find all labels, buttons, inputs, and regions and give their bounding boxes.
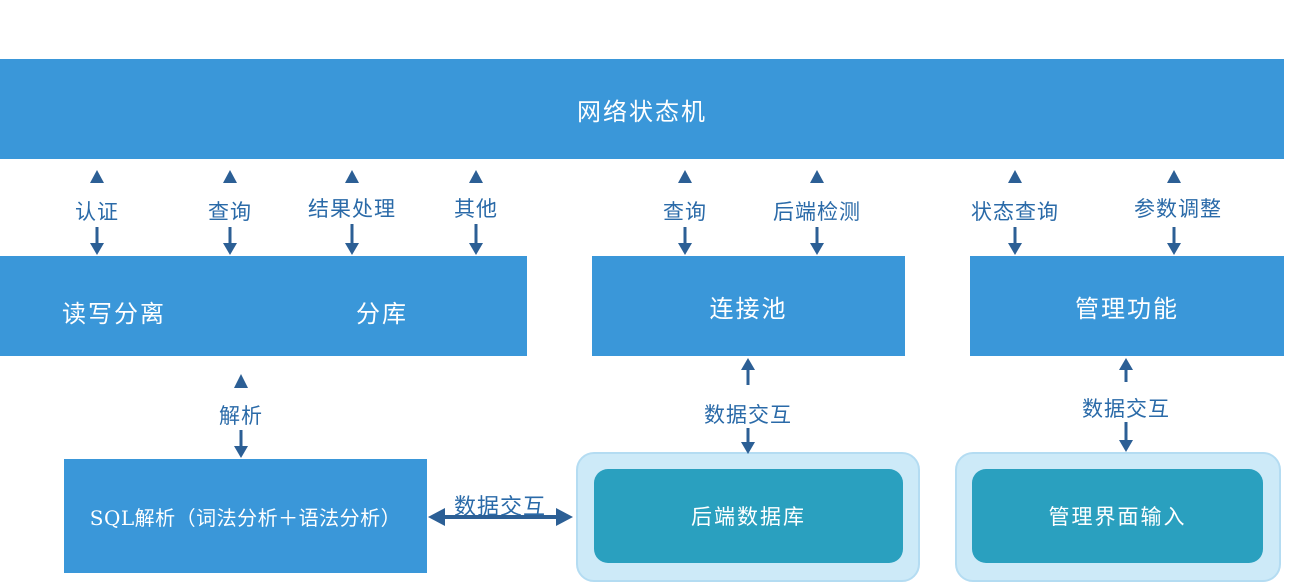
- link-label-result: 结果处理: [308, 197, 396, 221]
- arrow-auth: [90, 170, 104, 255]
- sharding-label: 分库: [356, 300, 408, 328]
- sql-parse-box: SQL解析（词法分析＋语法分析）: [64, 459, 427, 573]
- connection-pool-box: 连接池: [592, 256, 905, 356]
- arrow-admin-exchange: [1119, 358, 1133, 452]
- arrow-query-2: [678, 170, 692, 255]
- link-label-other: 其他: [454, 197, 498, 221]
- arrow-status-query: [1008, 170, 1022, 255]
- backend-db-box: 后端数据库: [594, 469, 903, 563]
- link-label-backend-check: 后端检测: [773, 200, 861, 224]
- network-state-machine-bar: 网络状态机: [0, 59, 1284, 159]
- network-state-machine-label: 网络状态机: [577, 97, 707, 126]
- arrow-backend-check: [810, 170, 824, 255]
- link-label-query-2: 查询: [663, 200, 707, 224]
- link-label-param-adjust: 参数调整: [1134, 197, 1222, 221]
- link-label-parse: 解析: [219, 404, 263, 428]
- arrow-result: [345, 170, 359, 255]
- link-label-query-1: 查询: [208, 200, 252, 224]
- arrow-param-adjust: [1167, 170, 1181, 255]
- admin-functions-label: 管理功能: [1075, 294, 1179, 323]
- backend-db-label: 后端数据库: [691, 505, 806, 529]
- arrow-parse: [234, 374, 248, 458]
- admin-ui-box: 管理界面输入: [972, 469, 1263, 563]
- admin-functions-box: 管理功能: [970, 256, 1284, 356]
- arrow-other: [469, 170, 483, 255]
- arrow-pool-exchange: [741, 358, 755, 454]
- sql-parse-label: SQL解析（词法分析＋语法分析）: [89, 505, 402, 530]
- connection-pool-label: 连接池: [709, 294, 788, 323]
- link-label-pool-exchange: 数据交互: [704, 403, 792, 427]
- rw-split-sharding-box: 读写分离 分库: [0, 256, 527, 356]
- admin-ui-label: 管理界面输入: [1048, 505, 1187, 529]
- link-label-auth: 认证: [75, 200, 119, 224]
- rw-split-label: 读写分离: [62, 300, 166, 328]
- link-label-admin-exchange: 数据交互: [1082, 397, 1170, 421]
- link-label-status-query: 状态查询: [971, 200, 1059, 224]
- arrow-query-1: [223, 170, 237, 255]
- arrow-sql-db-exchange: [428, 508, 573, 526]
